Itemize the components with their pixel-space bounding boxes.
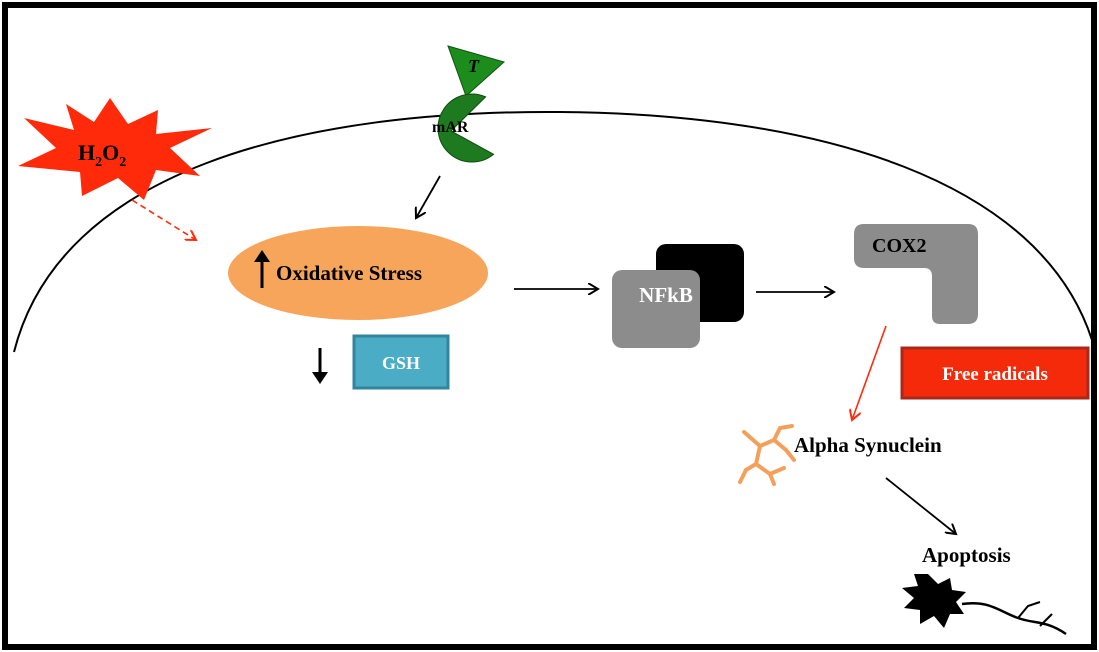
receptor-label: mAR: [432, 119, 469, 136]
h2o2-to-stress-arrow: [131, 199, 196, 240]
down-arrow-icon: [312, 348, 328, 384]
free-radicals-box: [900, 346, 1090, 400]
nfkb-front-block: [612, 270, 700, 348]
h2o2-label: H2O2: [78, 140, 126, 170]
receptor-pacman-icon: [437, 93, 495, 163]
testosterone-label: T: [468, 56, 480, 76]
receptor-to-stress-arrow: [416, 175, 441, 218]
cox2-to-synuclein-arrow: [852, 325, 887, 420]
apoptosis-label: Apoptosis: [922, 543, 1011, 567]
oxidative-stress-label: Oxidative Stress: [276, 261, 422, 285]
oxidative-stress-ellipse: [228, 226, 488, 320]
testosterone-triangle-icon: [447, 45, 506, 97]
synuclein-to-apoptosis-arrow: [885, 477, 956, 534]
gsh-box: [352, 334, 450, 390]
gsh-label: GSH: [382, 353, 420, 373]
alpha-synuclein-label: Alpha Synuclein: [794, 433, 942, 457]
cox2-shape: [854, 224, 978, 324]
nfkb-label: NFkB: [639, 283, 693, 307]
cox2-label: COX2: [872, 235, 926, 257]
synuclein-aggregate-icon: [738, 424, 796, 486]
dying-neuron-icon: [902, 574, 1067, 636]
h2o2-icon: [18, 98, 212, 200]
free-radicals-label: Free radicals: [942, 364, 1048, 385]
up-arrow-icon: [254, 250, 270, 288]
cell-membrane: [13, 110, 1093, 353]
